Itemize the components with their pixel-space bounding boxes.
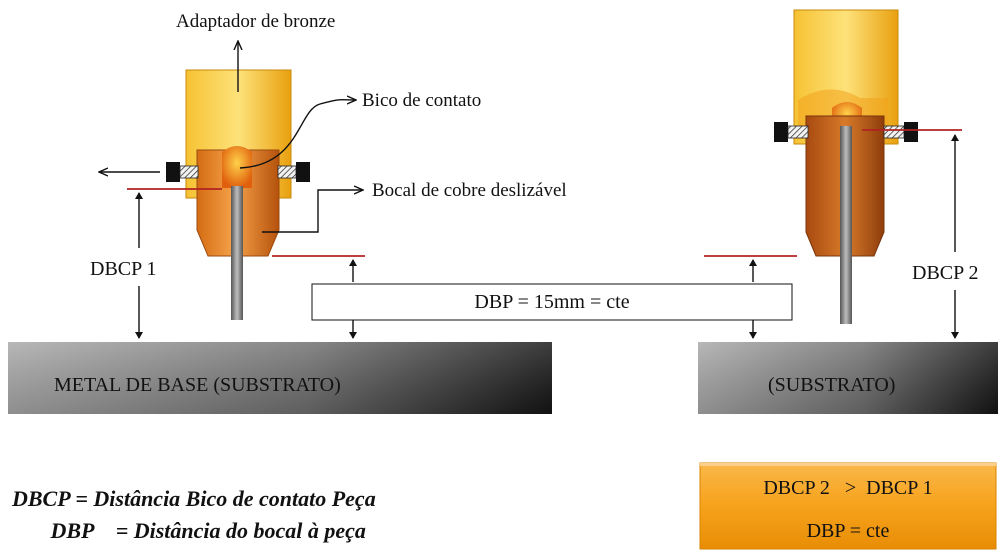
bocal-label: Bocal de cobre deslizável	[372, 180, 567, 201]
right-wire	[840, 126, 852, 324]
comparison-box: DBCP 2 > DBCP 1 DBP = cte	[699, 462, 997, 550]
left-wire	[231, 186, 243, 320]
right-screw-left	[774, 122, 809, 142]
dbcp1-label: DBCP 1	[90, 258, 157, 280]
substrate-left-label: METAL DE BASE (SUBSTRATO)	[54, 374, 341, 396]
bocal-arrow	[262, 190, 362, 233]
legend-def-dbp: = Distância do bocal à peça	[94, 518, 366, 543]
adaptador-label: Adaptador de bronze	[176, 11, 335, 32]
bico-label: Bico de contato	[362, 90, 481, 111]
left-torch	[100, 69, 365, 320]
legend: DBCP = Distância Bico de contato Peça DB…	[11, 486, 393, 543]
svg-text:DBP = Distância do bocal à: DBP = Distância do bocal à peça	[12, 518, 393, 543]
right-torch	[704, 9, 962, 324]
comparison-line2: DBP = cte	[807, 520, 890, 542]
right-screw-right	[883, 122, 918, 142]
left-screw-right	[277, 162, 310, 182]
substrate-right: (SUBSTRATO)	[698, 342, 998, 414]
left-contact-tip	[222, 146, 252, 188]
legend-term-dbp: DBP	[50, 518, 96, 543]
svg-text:DBCP = Distância Bico de conta: DBCP = Distância Bico de contato Peça	[11, 486, 376, 511]
legend-def-dbcp: = Distância Bico de contato Peça	[70, 486, 376, 511]
comparison-line1: DBCP 2 > DBCP 1	[763, 477, 932, 499]
dbcp2-label: DBCP 2	[912, 262, 979, 284]
bico-arrow	[239, 100, 355, 169]
substrate-left: METAL DE BASE (SUBSTRATO)	[8, 342, 552, 414]
substrate-right-label: (SUBSTRATO)	[768, 374, 895, 396]
dbp-box	[311, 283, 793, 321]
left-screw-left	[166, 162, 199, 182]
legend-term-dbcp: DBCP	[11, 486, 71, 511]
dbp-box-label: DBP = 15mm = cte	[474, 291, 629, 313]
